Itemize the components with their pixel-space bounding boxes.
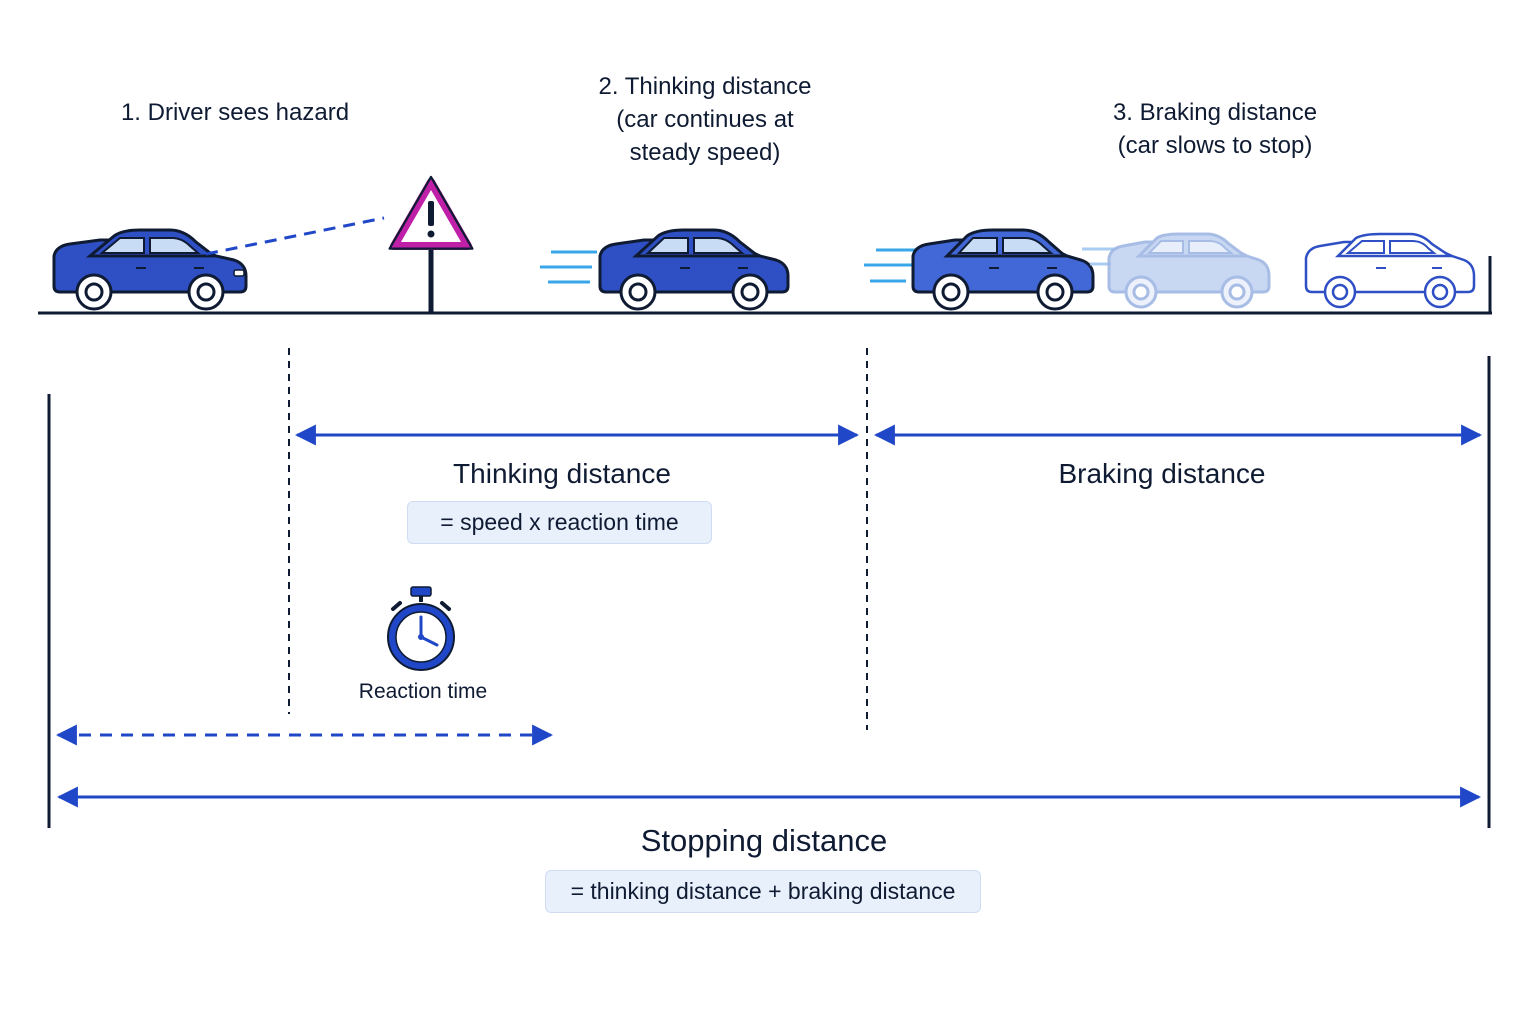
car-icon [1304, 232, 1476, 309]
car-icon [1107, 232, 1271, 309]
car-icon [911, 228, 1095, 311]
thinking-distance-formula: = speed x reaction time [407, 501, 712, 544]
step-2-line2: (car continues at [616, 106, 794, 133]
step-1-label: 1. Driver sees hazard [100, 96, 370, 129]
stopping-distance-formula: = thinking distance + braking distance [545, 870, 981, 913]
car-icon [52, 228, 248, 311]
braking-distance-label: Braking distance [1058, 458, 1266, 489]
step-2-line3: steady speed) [629, 139, 781, 166]
speed-lines [540, 250, 597, 284]
warning-sign-icon [388, 175, 474, 313]
stopping-distance-label: Stopping distance [640, 823, 888, 858]
step-3-line1: 3. Braking distance [1112, 99, 1318, 126]
reaction-time-label: Reaction time [358, 680, 488, 703]
step-3-label: 3. Braking distance (car slows to stop) [1080, 96, 1350, 162]
stopwatch-icon [387, 586, 455, 671]
thinking-distance-label: Thinking distance [453, 458, 671, 489]
step-1-line1: 1. Driver sees hazard [120, 99, 350, 126]
sight-line [205, 216, 385, 256]
step-2-line1: 2. Thinking distance [598, 73, 812, 100]
speed-lines [864, 248, 917, 283]
step-3-line2: (car slows to stop) [1117, 132, 1313, 159]
step-2-label: 2. Thinking distance (car continues at s… [570, 70, 840, 169]
car-icon [598, 228, 790, 311]
